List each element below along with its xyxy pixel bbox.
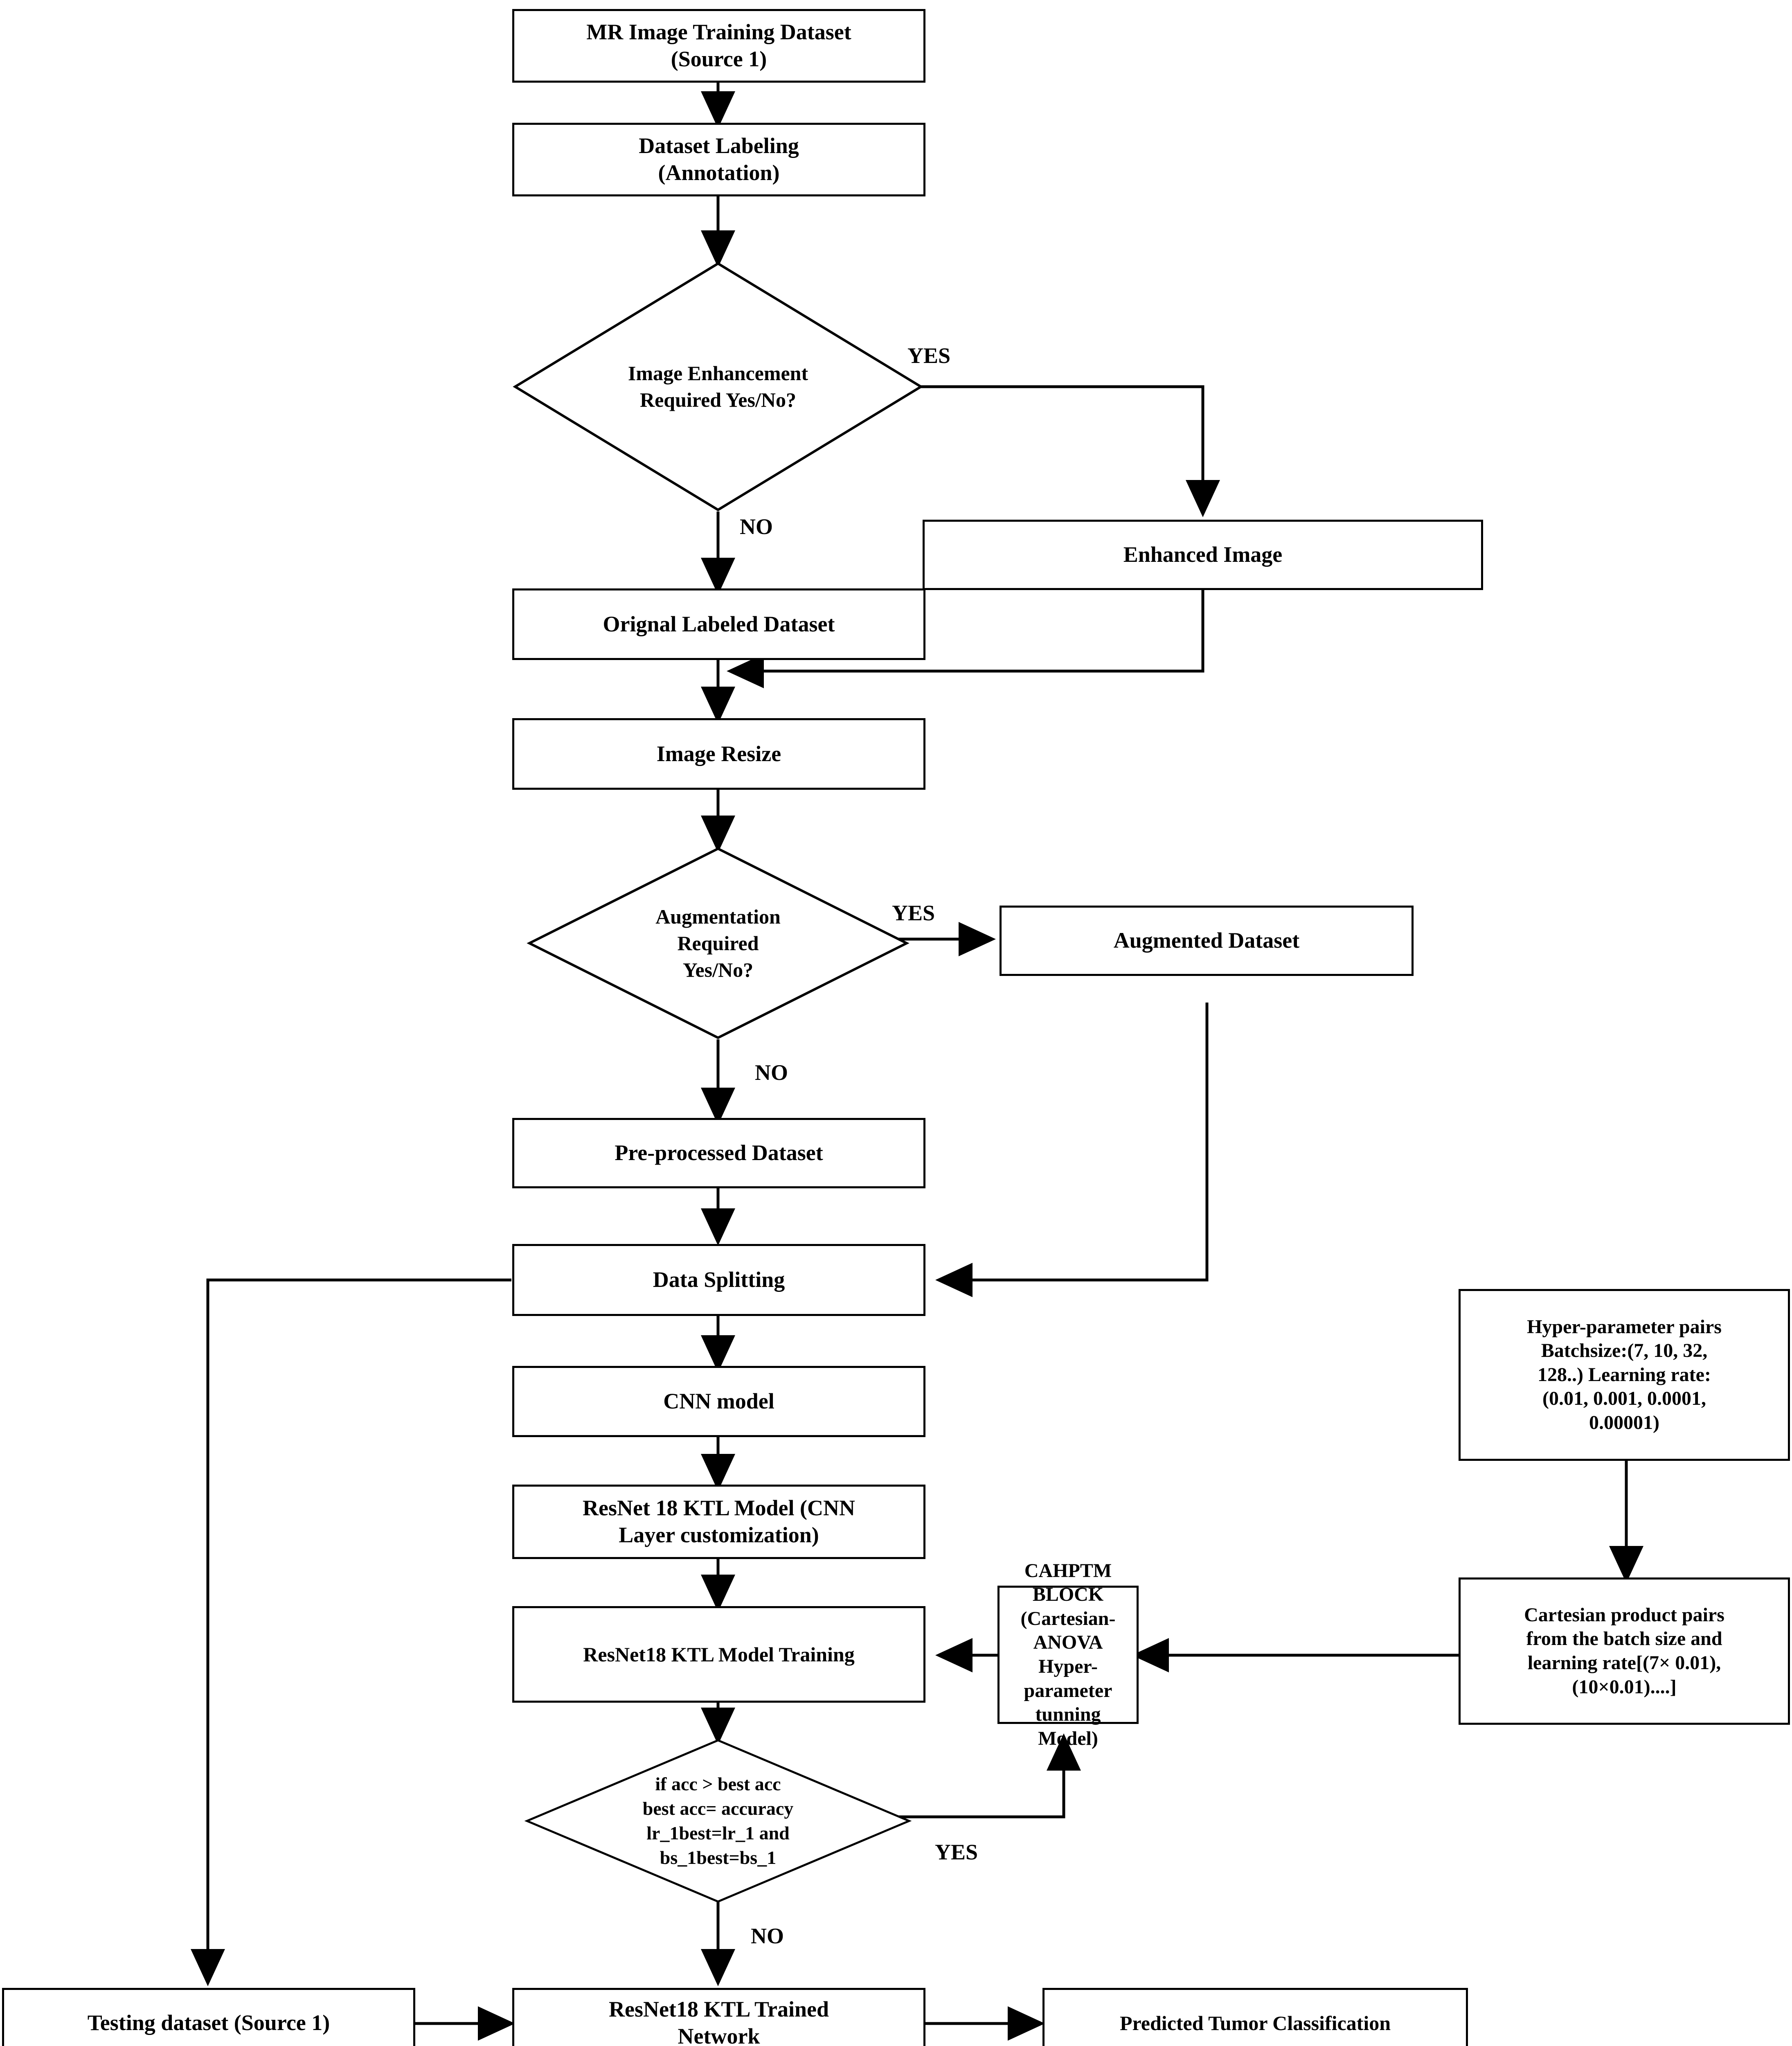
edge-label-accuracy-no: NO	[751, 1924, 784, 1948]
node-image-resize: Image Resize	[512, 718, 925, 790]
node-cnn-model: CNN model	[512, 1366, 925, 1437]
node-testing-dataset-source1: Testing dataset (Source 1)	[2, 1988, 415, 2046]
node-resnet18-ktl-trained-network: ResNet18 KTL Trained Network	[512, 1988, 925, 2046]
node-predicted-tumor-classification: Predicted Tumor Classification	[1042, 1988, 1468, 2046]
node-orignal-labeled-dataset: Orignal Labeled Dataset	[512, 588, 925, 660]
edge-label-accuracy-yes: YES	[935, 1840, 978, 1864]
node-hyper-parameter-pairs: Hyper-parameter pairs Batchsize:(7, 10, …	[1459, 1289, 1790, 1461]
edge-label-augmentation-yes: YES	[892, 901, 935, 925]
node-image-enhancement-decision: Image Enhancement Required Yes/No?	[513, 262, 923, 512]
edge-label-enhancement-no: NO	[740, 514, 773, 539]
node-data-splitting: Data Splitting	[512, 1244, 925, 1316]
node-accuracy-decision: if acc > best acc best acc= accuracy lr_…	[524, 1739, 912, 1903]
node-mr-image-training-dataset: MR Image Training Dataset (Source 1)	[512, 9, 925, 83]
node-dataset-labeling: Dataset Labeling (Annotation)	[512, 123, 925, 196]
node-preprocessed-dataset: Pre-processed Dataset	[512, 1118, 925, 1188]
edge-label-enhancement-yes: YES	[907, 343, 951, 368]
node-cahptm-block: CAHPTM BLOCK (Cartesian-ANOVA Hyper-para…	[997, 1560, 1139, 1749]
node-augmentation-decision: Augmentation Required Yes/No?	[527, 847, 910, 1039]
node-cartesian-product-pairs: Cartesian product pairs from the batch s…	[1459, 1577, 1790, 1725]
node-augmented-dataset: Augmented Dataset	[1000, 906, 1414, 976]
node-resnet18-ktl-model-training: ResNet18 KTL Model Training	[512, 1606, 925, 1703]
node-resnet18-ktl-model: ResNet 18 KTL Model (CNN Layer customiza…	[512, 1485, 925, 1559]
node-enhanced-image: Enhanced Image	[923, 520, 1483, 590]
edge-label-augmentation-no: NO	[755, 1060, 788, 1085]
